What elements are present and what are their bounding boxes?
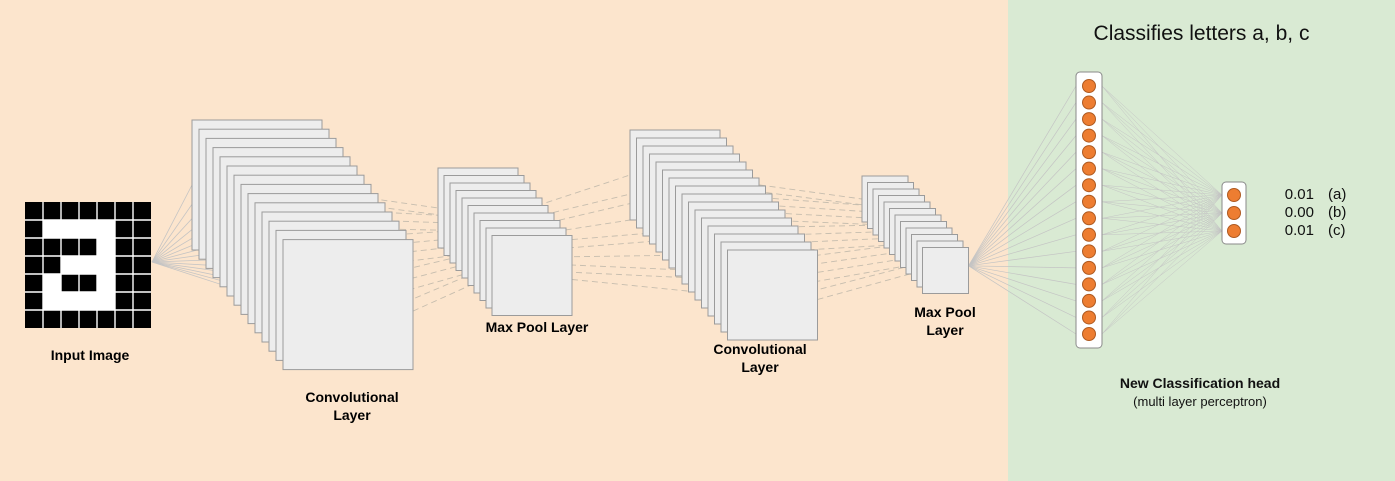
output-value-c: 0.01 xyxy=(1284,222,1314,239)
output-row-a: 0.01 (a) xyxy=(1276,186,1386,204)
output-letter-c: (c) xyxy=(1328,222,1346,239)
output-value-b: 0.00 xyxy=(1284,204,1314,221)
output-letter-a: (a) xyxy=(1328,186,1347,203)
output-letter-b: (b) xyxy=(1328,204,1347,221)
max-pool-layer-1-label: Max Pool Layer xyxy=(485,319,589,335)
conv-layer-1-stack xyxy=(191,119,414,371)
mlp-column xyxy=(1075,71,1103,349)
classification-head-subtitle: (multi layer perceptron) xyxy=(1133,394,1267,409)
max-pool-layer-2-stack xyxy=(861,175,969,294)
output-row-b: 0.00 (b) xyxy=(1276,204,1386,222)
output-value-a: 0.01 xyxy=(1284,186,1314,203)
classification-title: Classifies letters a, b, c xyxy=(1093,22,1310,45)
conv-layer-2-stack xyxy=(629,129,818,341)
input-image-grid xyxy=(25,202,151,328)
conv-layer-2-label: Convolutional Layer xyxy=(713,341,807,376)
max-pool-layer-1-stack xyxy=(437,167,573,316)
max-pool-layer-2-label: Max Pool Layer xyxy=(914,304,976,339)
output-row-c: 0.01 (c) xyxy=(1276,222,1386,240)
input-image-label: Input Image xyxy=(50,347,130,363)
conv-layer-1-label: Convolutional Layer xyxy=(305,389,399,424)
classification-head-title: New Classification head xyxy=(1119,375,1281,391)
output-node-box xyxy=(1221,181,1247,245)
